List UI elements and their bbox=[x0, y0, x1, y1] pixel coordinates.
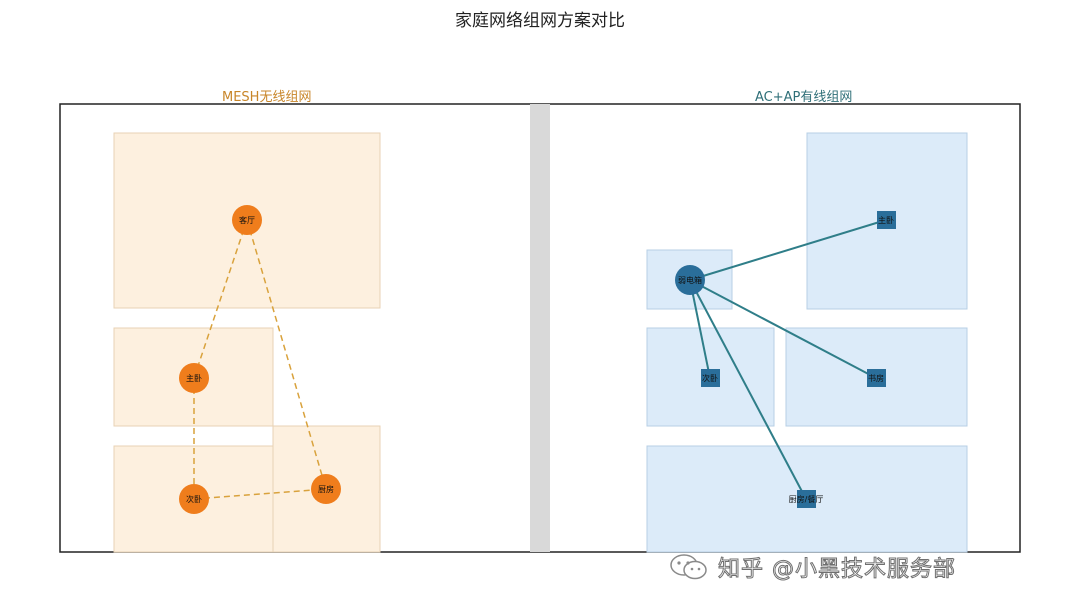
wired-node-second-bedroom: 次卧 bbox=[701, 369, 720, 387]
mesh-node-second-bedroom-label: 次卧 bbox=[186, 494, 202, 504]
wired-node-cabinet-label: 弱电箱 bbox=[678, 275, 702, 285]
wired-node-cabinet: 弱电箱 bbox=[675, 265, 705, 295]
mesh-node-master-bedroom-label: 主卧 bbox=[186, 373, 202, 383]
center-divider bbox=[530, 104, 550, 552]
mesh-node-kitchen-label: 厨房 bbox=[318, 484, 334, 494]
wired-node-kitchen-dining-label: 厨房/餐厅 bbox=[789, 494, 824, 504]
mesh-node-living-label: 客厅 bbox=[239, 215, 255, 225]
wired-node-second-bedroom-label: 次卧 bbox=[702, 373, 718, 383]
wechat-icon bbox=[670, 554, 707, 580]
wired-link-master bbox=[689, 219, 887, 281]
wired-node-study-label: 书房 bbox=[868, 373, 884, 383]
wired-links bbox=[689, 219, 887, 500]
mesh-node-kitchen: 厨房 bbox=[311, 474, 341, 504]
wired-panel-title: AC+AP有线组网 bbox=[755, 90, 853, 105]
mesh-links bbox=[193, 219, 327, 500]
mesh-node-second-bedroom: 次卧 bbox=[179, 484, 209, 514]
watermark: 知乎 @小黑技术服务部 bbox=[668, 552, 956, 583]
mesh-link-living-master bbox=[193, 219, 248, 379]
wired-link-kitchen bbox=[689, 279, 807, 500]
mesh-node-master-bedroom: 主卧 bbox=[179, 363, 209, 393]
diagram-title: 家庭网络组网方案对比 bbox=[455, 11, 625, 31]
wired-link-second bbox=[689, 279, 711, 379]
mesh-link-second-kitchen bbox=[193, 488, 327, 500]
mesh-panel-title: MESH无线组网 bbox=[222, 90, 312, 105]
wired-node-master-bedroom: 主卧 bbox=[877, 211, 896, 229]
wired-link-study bbox=[689, 279, 877, 379]
wired-node-master-bedroom-label: 主卧 bbox=[878, 215, 894, 225]
wired-node-kitchen-dining: 厨房/餐厅 bbox=[789, 490, 824, 508]
mesh-link-living-kitchen bbox=[246, 219, 327, 490]
mesh-node-living: 客厅 bbox=[232, 205, 262, 235]
wired-node-study: 书房 bbox=[867, 369, 886, 387]
watermark-text: 知乎 @小黑技术服务部 bbox=[718, 557, 956, 583]
